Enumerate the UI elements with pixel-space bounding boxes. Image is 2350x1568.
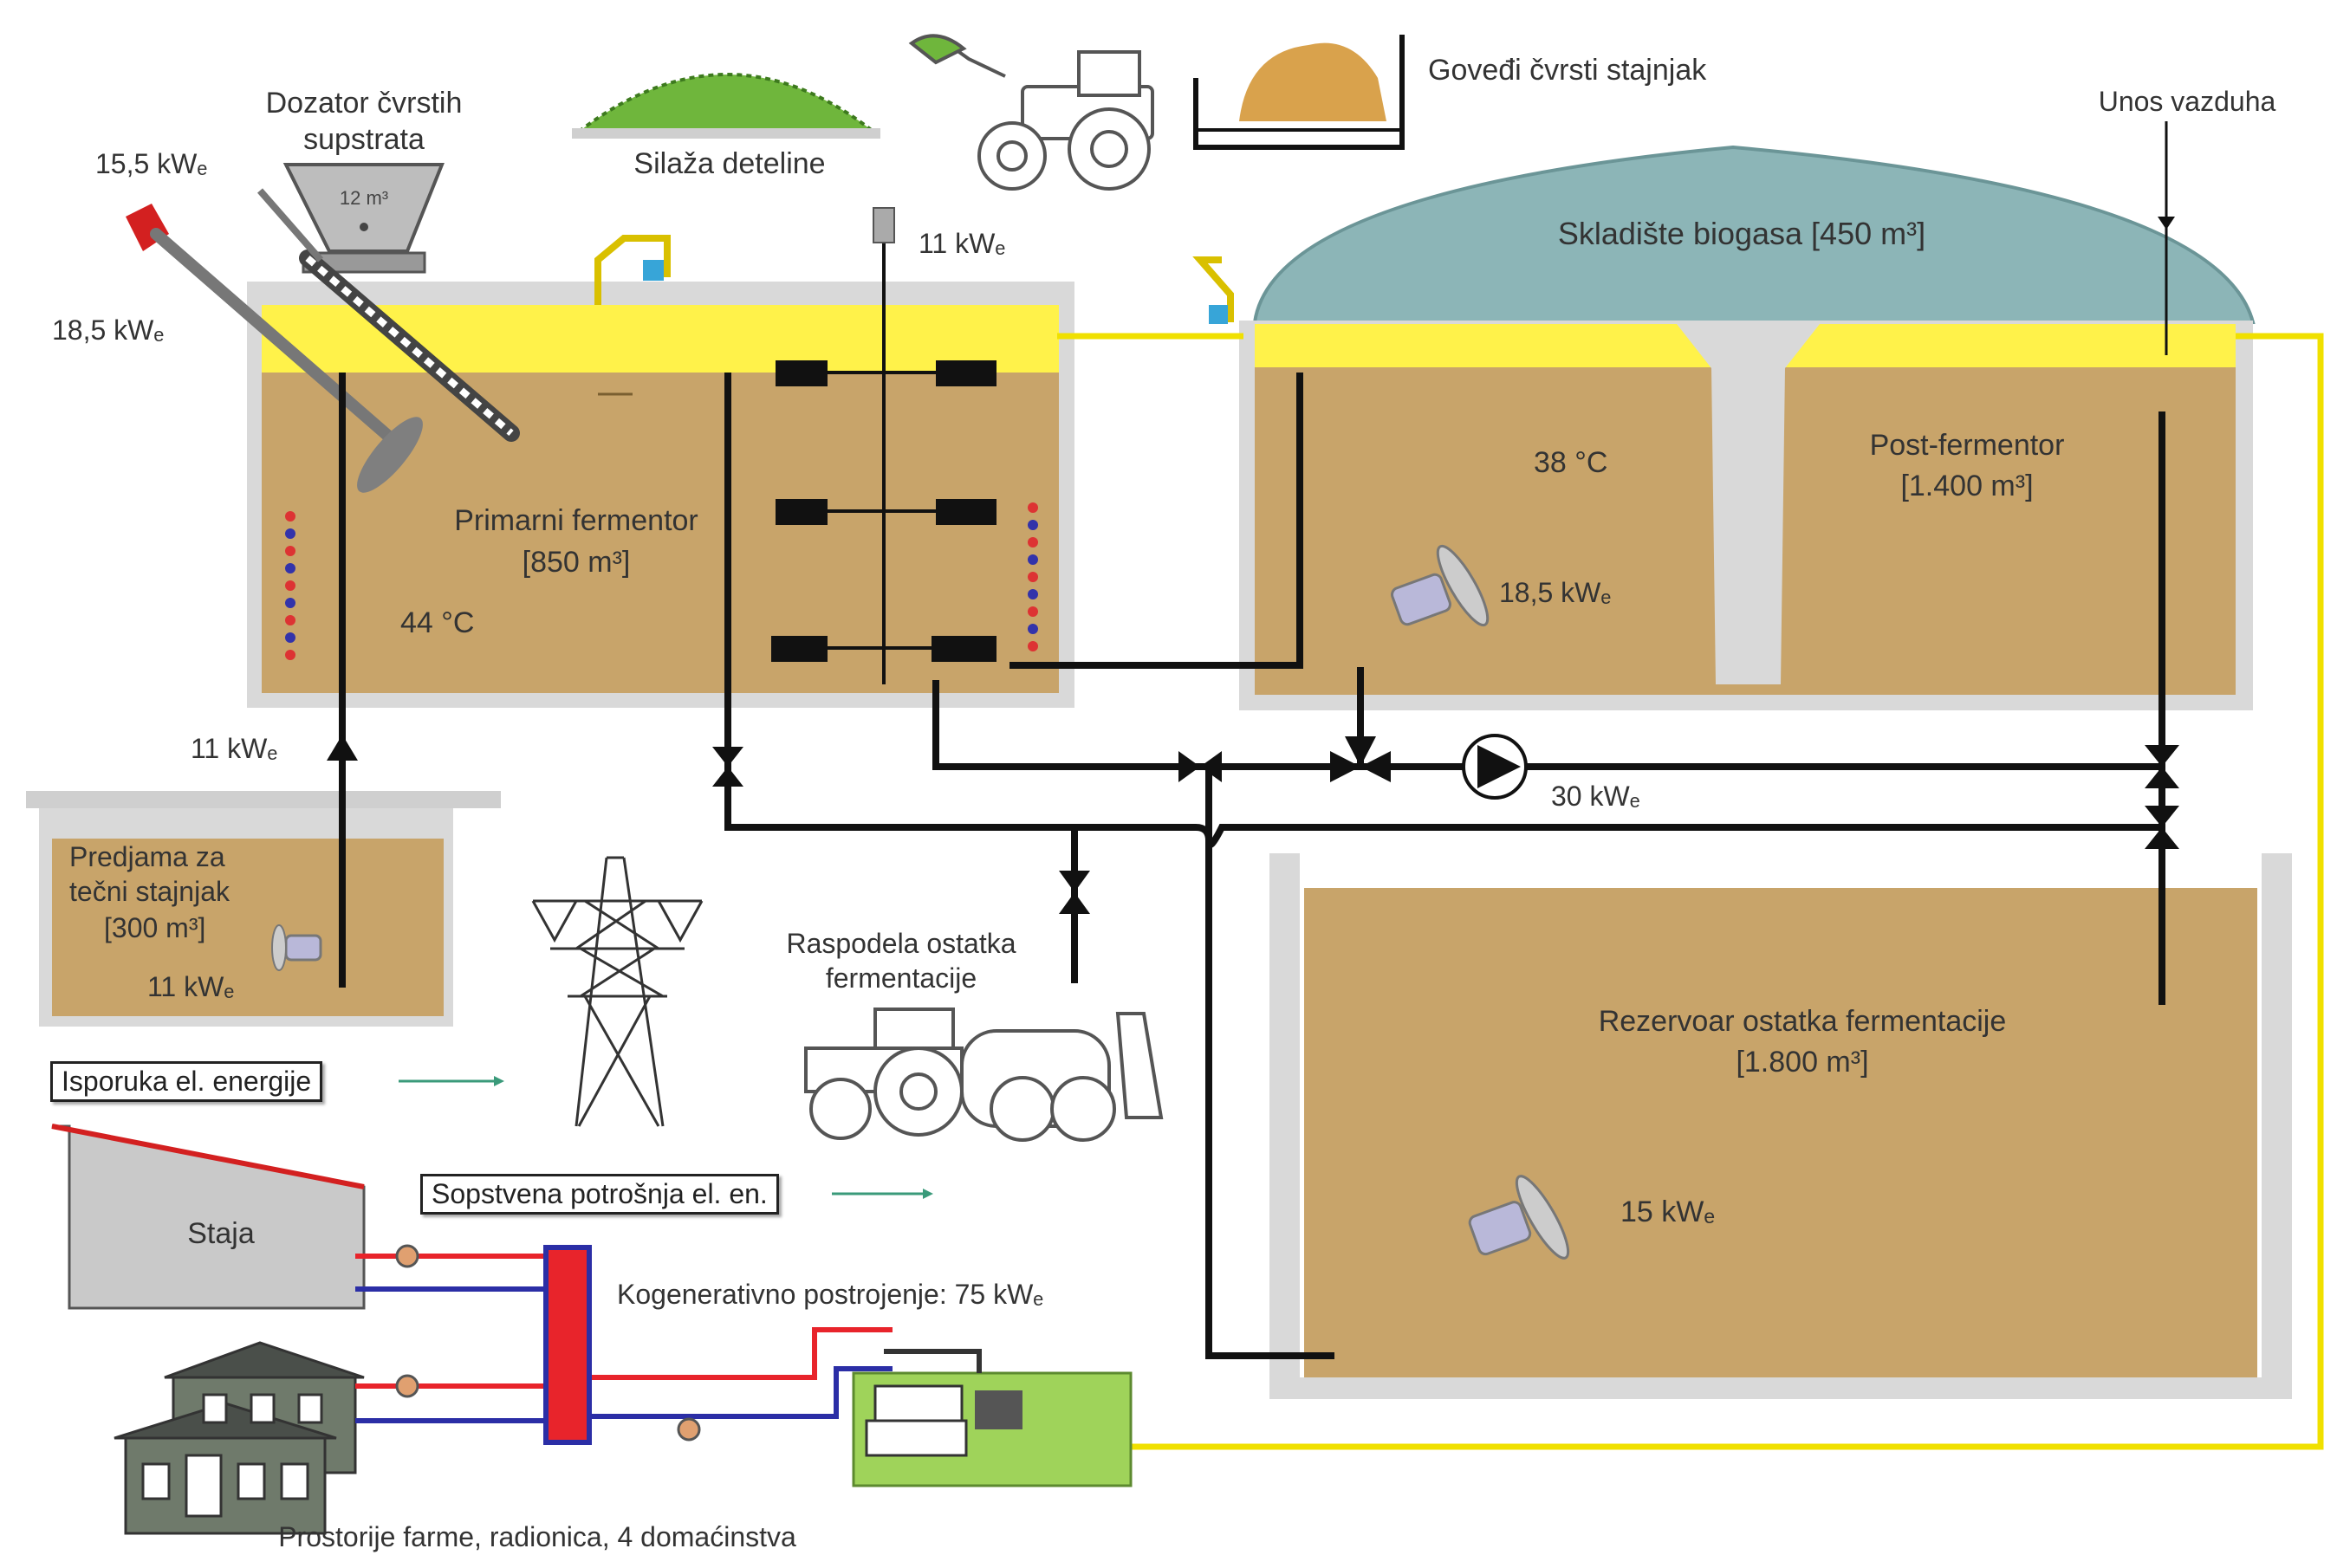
heat-distributor-icon (543, 1245, 592, 1445)
manure-label: Goveđi čvrsti stajnjak (1428, 54, 1707, 87)
post-mixer-power-label: 18,5 kWₑ (1499, 577, 1611, 608)
circulation-pump-icon (395, 1244, 701, 1442)
power-pylon-icon (531, 856, 704, 1127)
loader-tractor-icon (908, 34, 1154, 191)
pre-pit-volume: [300 m³] (104, 912, 205, 943)
biogas-storage-dome (1252, 145, 2256, 324)
dozator-label-2: supstrata (303, 123, 425, 156)
silage-label: Silaža deteline (633, 147, 825, 180)
biogas-line (1057, 333, 2324, 1450)
air-inlet-label: Unos vazduha (2099, 86, 2276, 117)
pump-icon (327, 735, 358, 761)
paddle-agitator-icon (771, 207, 996, 684)
pre-pit-pump-power: 11 kWₑ (191, 733, 277, 764)
temperature-sensor-icon (285, 502, 1038, 660)
own-consumption-label: Sopstvena potrošnja el. en. (420, 1174, 779, 1215)
pre-pit-label: Predjama za (69, 841, 225, 872)
tractor-icon (804, 1008, 1164, 1142)
screw-feeder-icon (256, 188, 520, 442)
mixer-propeller-icon (1468, 1175, 1570, 1260)
pre-pit-tank (26, 791, 501, 1027)
chp-label: Kogenerativno postrojenje: 75 kWₑ (617, 1279, 1043, 1310)
house-icon (114, 1341, 365, 1535)
digestate-mixer-power: 15 kWₑ (1620, 1195, 1715, 1228)
pre-pit-label-2: tečni stajnjak (69, 876, 230, 907)
main-pump-power: 30 kWₑ (1551, 781, 1640, 812)
distribution-label: Raspodela ostatka (786, 928, 1016, 959)
mixer-left-power-label: 18,5 kWₑ (52, 314, 164, 346)
electricity-export-label: Isporuka el. energije (50, 1061, 323, 1102)
agitator-power-label: 11 kWₑ (919, 228, 1005, 259)
mixer-propeller-icon (1391, 544, 1490, 627)
post-temperature: 38 °C (1534, 446, 1607, 479)
mixer-propeller-icon (271, 924, 322, 971)
digestate-storage-label: Rezervoar ostatka fermentacije (1599, 1005, 2007, 1038)
primary-fermenter-label: Primarni fermentor (454, 504, 698, 537)
digestate-storage-tank (1269, 853, 2292, 1399)
distribution-label-2: fermentacije (826, 962, 977, 994)
valve-icon (712, 736, 2179, 914)
pre-pit-mixer-power: 11 kWₑ (147, 971, 234, 1002)
mixer-propeller-icon (126, 204, 423, 493)
digestate-storage-volume: [1.800 m³] (1736, 1046, 1868, 1079)
dozator-power-label: 15,5 kWₑ (95, 148, 207, 179)
arrow-icon (399, 1076, 933, 1199)
primary-fermenter-volume: [850 m³] (523, 546, 631, 579)
barn-icon (51, 1124, 366, 1310)
gas-flare-icon (594, 235, 1234, 324)
pump-icon (1462, 734, 1528, 800)
dozator-label: Dozator čvrstih (266, 87, 463, 120)
barn-label: Staja (187, 1217, 255, 1250)
post-fermenter-tank (1239, 321, 2253, 710)
biogas-storage-label: Skladište biogasa [450 m³] (1558, 216, 1925, 251)
farm-premises-label: Prostorije farme, radionica, 4 domaćinst… (278, 1521, 796, 1552)
primary-temperature: 44 °C (400, 606, 474, 639)
svg-text:12 m³: 12 m³ (340, 187, 388, 209)
silage-heap-icon (572, 73, 880, 139)
heat-distribution-lines (355, 1254, 893, 1423)
post-fermenter-label: Post-fermentor (1870, 429, 2065, 462)
chp-unit-icon (852, 1349, 1133, 1487)
post-fermenter-volume: [1.400 m³] (1900, 470, 2033, 502)
primary-fermenter-tank (247, 282, 1074, 708)
manure-pile-icon (1193, 35, 1405, 150)
